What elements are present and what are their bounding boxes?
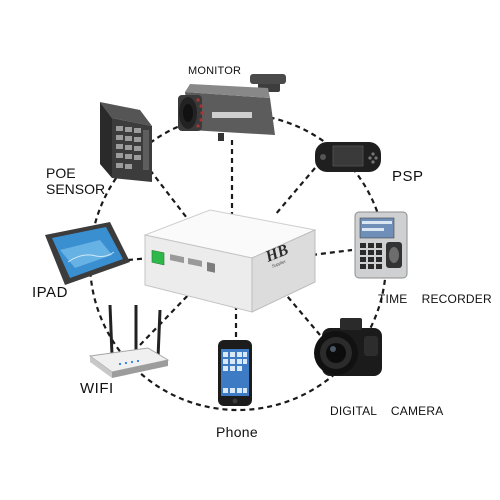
dashed-spokes — [127, 140, 353, 346]
spoke-poe — [149, 169, 191, 223]
label-digital-camera: DIGITAL CAMERA — [330, 404, 444, 418]
wifi-router-icon — [88, 304, 170, 378]
time-recorder-icon — [354, 211, 408, 279]
label-psp: PSP — [392, 168, 424, 185]
power-bank-hub-icon: HB Supplier — [143, 209, 317, 313]
label-poe-line1: POE — [46, 165, 76, 181]
camera-icon — [314, 318, 382, 376]
label-ipad: IPAD — [32, 284, 68, 301]
label-phone: Phone — [216, 424, 258, 440]
hub-brand-sub: Supplier — [271, 258, 287, 268]
spoke-time — [311, 248, 353, 257]
spoke-camera — [281, 289, 321, 336]
label-wifi: WIFI — [80, 380, 114, 397]
label-time-recorder: TIME RECORDER — [378, 292, 492, 306]
spoke-psp — [274, 167, 316, 216]
label-poe-sensor: POE SENSOR — [46, 165, 105, 197]
phone-icon — [218, 340, 252, 406]
spoke-wifi — [139, 287, 196, 346]
ipad-icon — [45, 222, 130, 285]
label-poe-line2: SENSOR — [46, 181, 106, 197]
monitor-camera-icon — [178, 74, 286, 141]
label-monitor: MONITOR — [188, 65, 242, 77]
poe-switch-icon — [100, 102, 152, 182]
psp-icon — [315, 142, 381, 172]
